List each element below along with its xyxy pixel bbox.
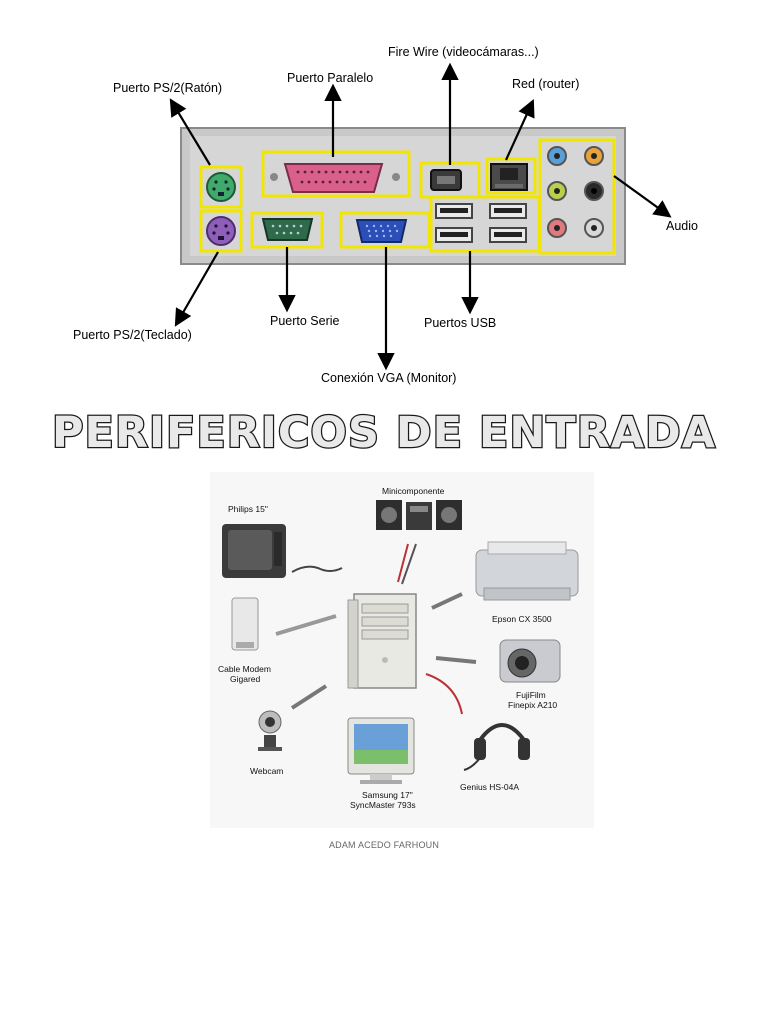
audio-highlight	[538, 138, 616, 255]
label-camera-2: Finepix A210	[508, 700, 558, 710]
ps2-keyboard-port	[206, 216, 236, 246]
pc-tower-icon	[347, 593, 417, 689]
label-vga: Conexión VGA (Monitor)	[321, 371, 457, 385]
ps2-keyboard-highlight	[199, 209, 243, 253]
label-modem-1: Cable Modem	[218, 664, 271, 674]
camera-icon	[499, 639, 561, 683]
label-firewire: Fire Wire (videocámaras...)	[388, 45, 539, 59]
label-stereo: Minicomponente	[382, 486, 445, 496]
usb-ports	[435, 203, 527, 243]
label-monitor-1: Samsung 17"	[362, 790, 413, 800]
stereo-icon	[376, 500, 462, 530]
label-audio: Audio	[666, 219, 698, 233]
author-credit: ADAM ACEDO FARHOUN	[328, 840, 440, 850]
io-panel-diagram	[169, 62, 672, 371]
label-serial: Puerto Serie	[270, 314, 340, 328]
label-ps2-keyboard: Puerto PS/2(Teclado)	[73, 328, 192, 342]
label-headset: Genius HS-04A	[460, 782, 520, 792]
printer-icon	[475, 541, 579, 601]
headset-icon	[463, 723, 530, 771]
page-title: PERIFERICOS DE ENTRADA	[51, 407, 717, 460]
peripherals-drawing	[222, 500, 579, 784]
firewire-port	[430, 169, 462, 191]
label-camera-1: FujiFilm	[516, 690, 546, 700]
parallel-port	[270, 163, 400, 193]
arrow-ps2-mouse	[169, 98, 211, 166]
arrow-audio	[613, 175, 672, 218]
label-parallel: Puerto Paralelo	[287, 71, 374, 85]
webcam-icon	[258, 710, 282, 751]
arrow-network	[504, 98, 535, 161]
network-port	[490, 163, 528, 191]
arrow-ps2-keyboard	[174, 251, 219, 327]
network-highlight	[485, 157, 537, 195]
peripherals-illustration: Philips 15" Minicomponente Epson CX 3500…	[210, 472, 594, 828]
ps2-mouse-port	[206, 172, 236, 202]
label-webcam: Webcam	[250, 766, 284, 776]
monitor-icon	[347, 717, 415, 784]
label-network: Red (router)	[512, 77, 580, 91]
label-ps2-mouse: Puerto PS/2(Ratón)	[113, 81, 223, 95]
label-monitor-2: SyncMaster 793s	[350, 800, 416, 810]
label-printer: Epson CX 3500	[492, 614, 552, 624]
tv-icon	[222, 524, 286, 578]
vga-port	[355, 219, 408, 243]
cable-modem-icon	[231, 597, 259, 651]
parallel-highlight	[261, 150, 411, 198]
label-modem-2: Gigared	[230, 674, 261, 684]
label-usb: Puertos USB	[424, 316, 497, 330]
serial-port	[261, 218, 314, 241]
audio-jacks	[547, 146, 604, 238]
label-tv: Philips 15"	[228, 504, 268, 514]
ps2-mouse-highlight	[199, 165, 243, 209]
